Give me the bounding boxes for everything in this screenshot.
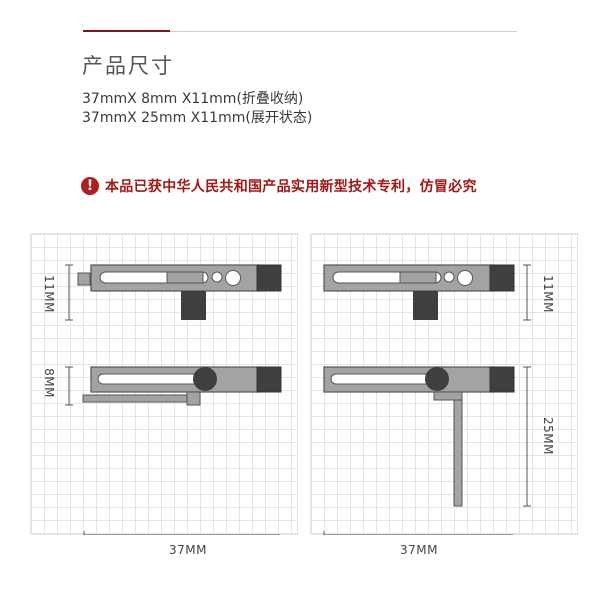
header-rule bbox=[170, 31, 517, 32]
warning-icon: ! bbox=[81, 177, 99, 195]
right-side-view-device bbox=[323, 366, 515, 507]
top-view-device bbox=[77, 264, 282, 320]
right-width-label: 37MM bbox=[400, 543, 438, 557]
side-view-device bbox=[82, 366, 282, 406]
right-top-view-device bbox=[323, 264, 515, 320]
expanded-diagram-panel: 11MM 25MM 37MM bbox=[310, 233, 578, 557]
spec-folded: 37mmX 8mm X11mm(折叠收纳) bbox=[82, 91, 304, 107]
section-title: 产品尺寸 bbox=[82, 54, 174, 78]
left-bottom-height-label: 8MM bbox=[41, 368, 56, 398]
accent-bar bbox=[83, 30, 170, 32]
patent-notice-text: 本品已获中华人民共和国产品实用新型技术专利，仿冒必究 bbox=[105, 179, 477, 195]
right-top-height-label: 11MM bbox=[540, 275, 555, 313]
folded-diagram-panel: 11MM 8MM 37MM bbox=[30, 233, 298, 557]
left-width-label: 37MM bbox=[169, 543, 207, 557]
expanded-diagram bbox=[323, 264, 531, 535]
patent-notice: ! 本品已获中华人民共和国产品实用新型技术专利，仿冒必究 bbox=[81, 176, 477, 196]
spec-expanded: 37mmX 25mm X11mm(展开状态) bbox=[82, 110, 313, 126]
folded-diagram bbox=[65, 264, 282, 535]
left-top-height-label: 11MM bbox=[41, 275, 56, 313]
right-bottom-height-label: 25MM bbox=[540, 417, 555, 455]
